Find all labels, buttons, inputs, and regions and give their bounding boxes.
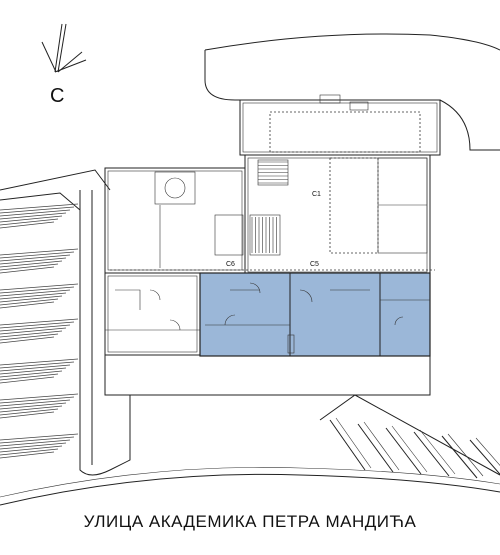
room-label-c6: C6 [226,261,235,268]
street-name: УЛИЦА АКАДЕМИКА ПЕТРА МАНДИЋА [83,512,417,531]
left-terraces [0,169,131,476]
parking-area [319,394,500,479]
building-outline [104,94,441,396]
north-arrow-icon: C [41,23,87,107]
room-label-c1: C1 [312,191,321,198]
north-letter: C [50,85,64,107]
site-boundary-bottom [0,473,500,506]
site-boundary-top [204,33,500,151]
highlighted-apartment [199,272,431,357]
room-label-c5: C5 [310,261,319,268]
